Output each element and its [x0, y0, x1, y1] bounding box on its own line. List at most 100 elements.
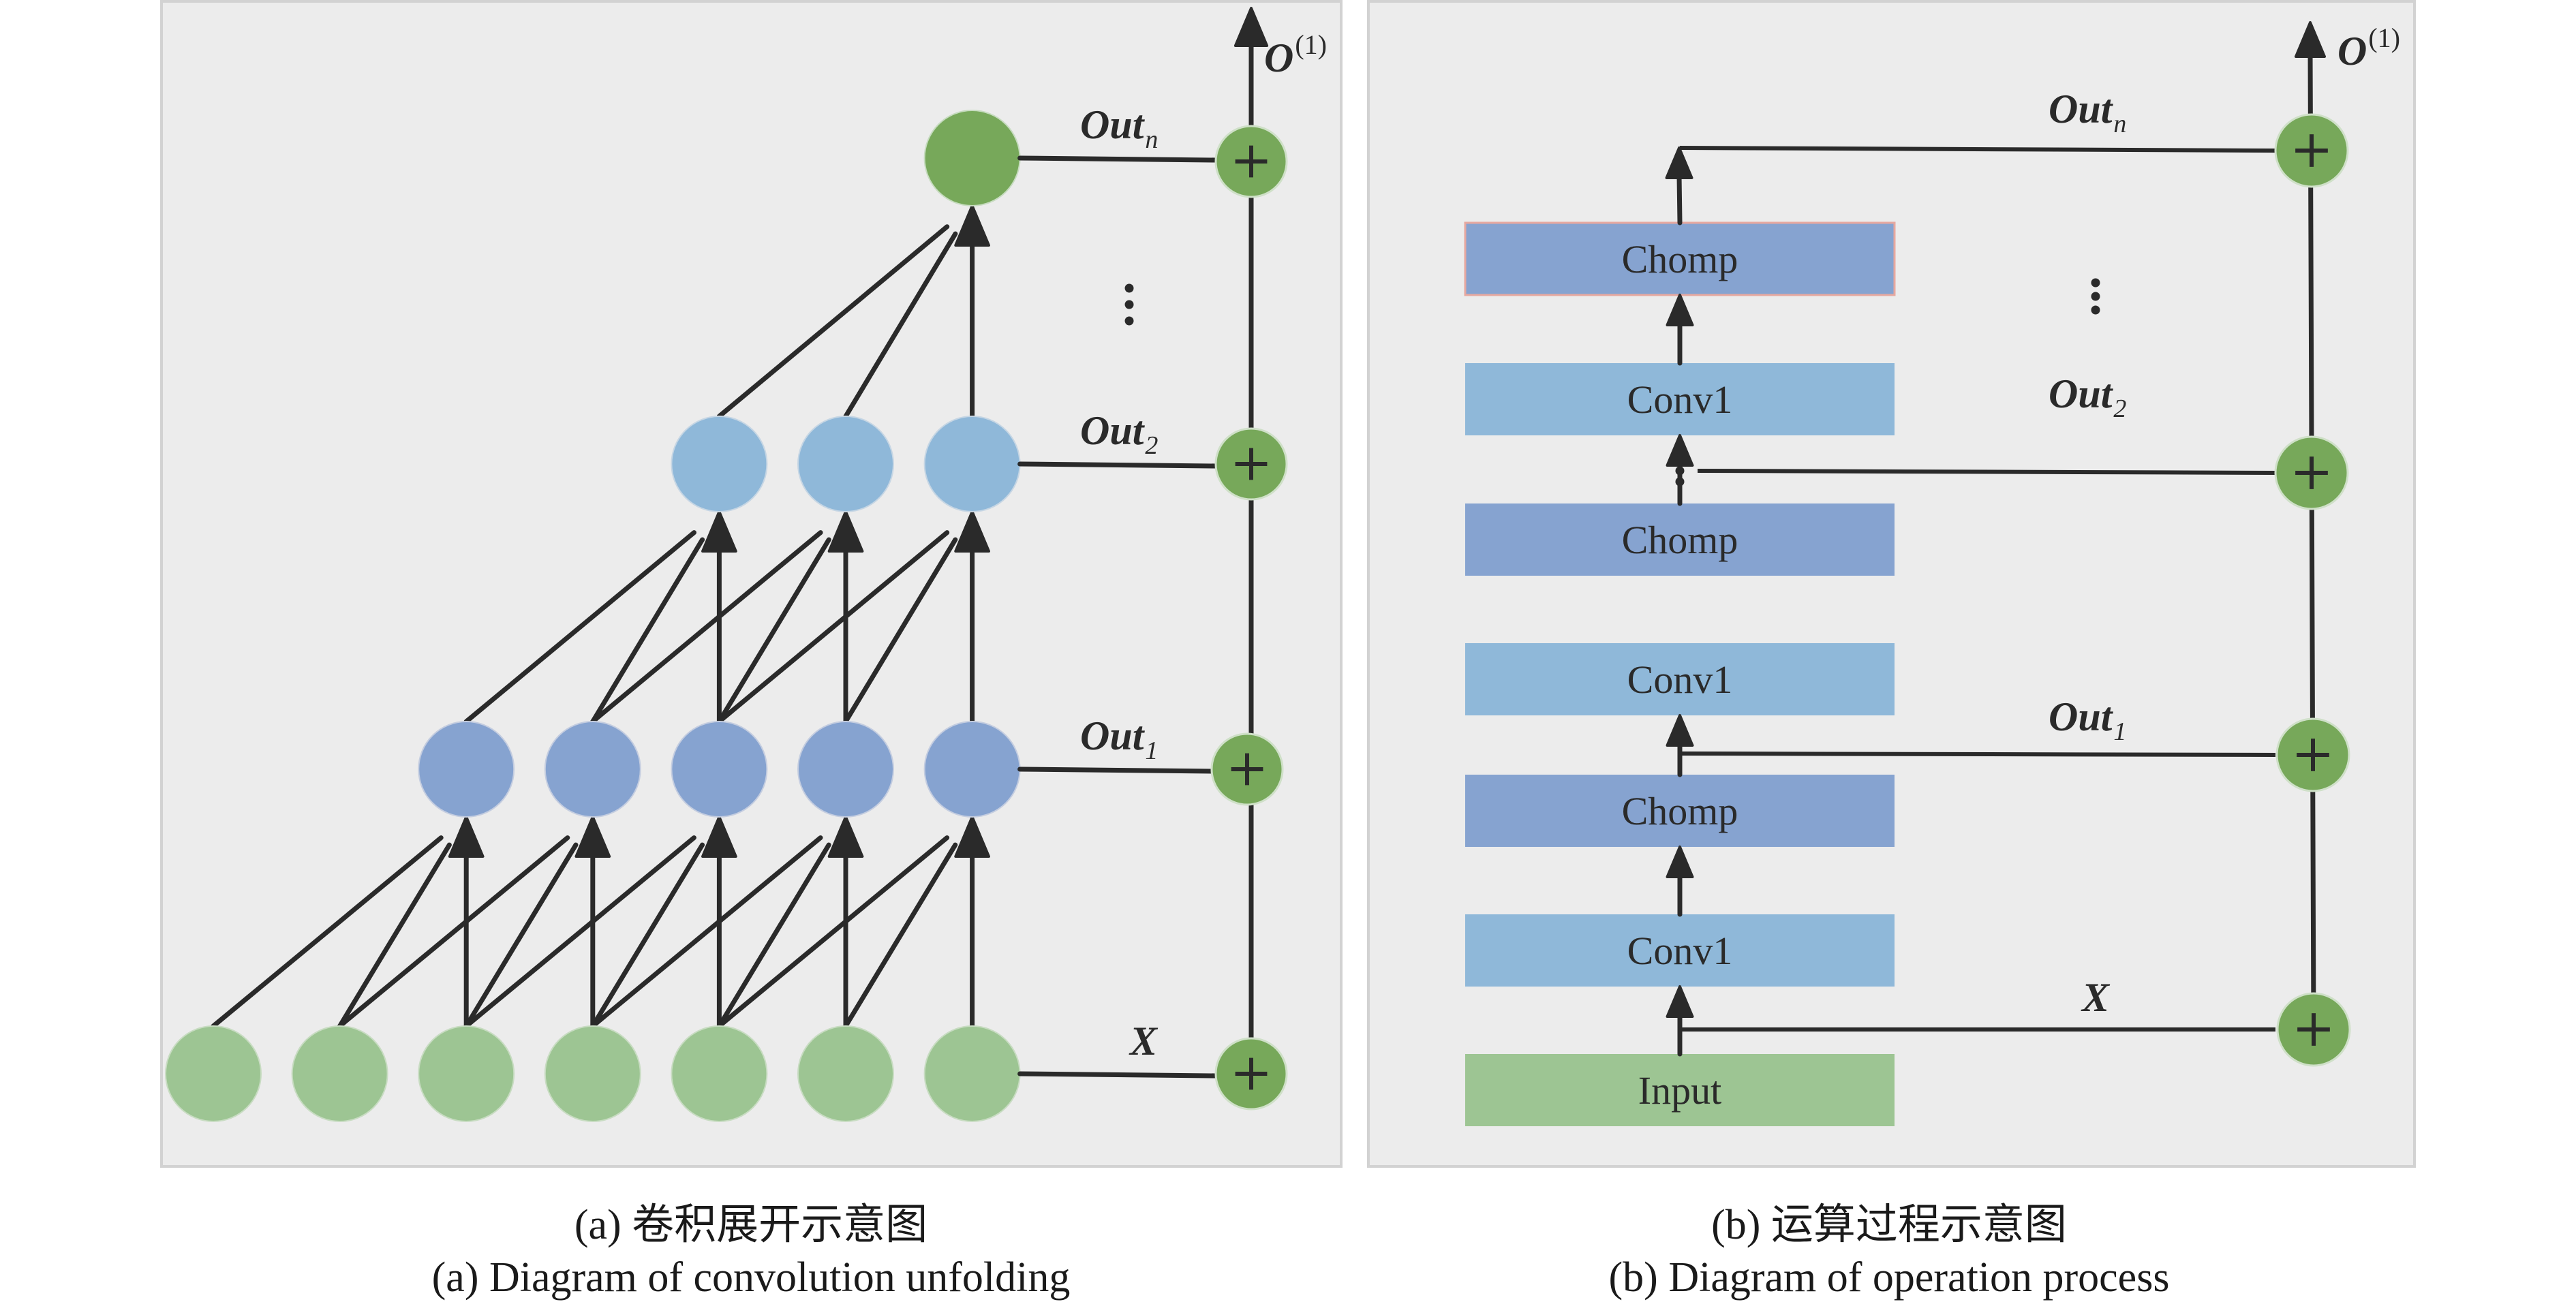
connection-edge	[716, 842, 831, 1029]
block-conv: Conv1	[1465, 643, 1895, 715]
block-conv: Conv1	[1465, 363, 1895, 435]
block-conv-rect	[1465, 914, 1895, 987]
arrowhead-icon	[1666, 434, 1694, 467]
arrowhead-icon	[827, 816, 864, 858]
input-node	[165, 1025, 262, 1122]
arrowhead-icon	[1666, 294, 1694, 326]
arrowhead-icon	[954, 816, 990, 858]
dot	[1124, 300, 1134, 309]
skip-connection-line	[1017, 766, 1218, 774]
connection-edge	[590, 537, 705, 724]
connection-edge	[463, 842, 579, 1029]
connection-edge	[337, 835, 570, 1029]
hidden-1-node	[797, 721, 894, 818]
flow-arrow-line	[1676, 173, 1683, 226]
block-label: Conv1	[1627, 657, 1733, 702]
skip-label-out-2: Out2	[2049, 371, 2126, 423]
skip-connection-line	[1679, 751, 2276, 757]
sum-node-3	[1214, 125, 1288, 198]
connection-edge	[843, 537, 958, 724]
arrowhead-icon	[1666, 985, 1694, 1018]
sum-node-0	[2276, 992, 2351, 1067]
connection-edge	[590, 530, 823, 724]
hidden-1-node	[544, 721, 641, 818]
connection-edge	[843, 842, 958, 1029]
block-label: Conv1	[1627, 929, 1733, 973]
skip-connection-line	[1017, 461, 1218, 469]
panel-a-edges	[211, 204, 990, 1029]
ellipsis-icon	[2091, 278, 2100, 315]
block-label: Input	[1638, 1068, 1721, 1113]
arrowhead-icon	[954, 204, 990, 247]
block-label: Conv1	[1627, 377, 1733, 422]
arrowhead-icon	[574, 816, 611, 858]
block-chomp: Chomp	[1464, 221, 1896, 296]
sum-node-3	[2274, 113, 2349, 188]
output-arrow-icon	[1233, 7, 1269, 47]
hidden-1-node	[671, 721, 768, 818]
panel-a-nodes	[165, 110, 1021, 1122]
layer-label-out-2: Out2	[1080, 408, 1158, 460]
block-input: Input	[1465, 1054, 1895, 1126]
dot	[2091, 292, 2100, 301]
residual-sum-line	[2307, 48, 2316, 1032]
input-node	[797, 1025, 894, 1122]
dot	[2091, 305, 2100, 315]
panel-b-background	[1367, 0, 2416, 1168]
skip-label-out-1: Out1	[2049, 694, 2126, 746]
dot	[2091, 278, 2100, 288]
skip-connection-line	[1017, 1071, 1218, 1079]
block-label: Chomp	[1622, 518, 1738, 562]
block-chomp-rect	[1464, 221, 1896, 296]
arrowhead-icon	[701, 816, 737, 858]
panel-b-caption-cn: (b) 运算过程示意图	[1711, 1202, 2067, 1248]
block-chomp: Chomp	[1465, 503, 1895, 576]
sum-node-1	[2275, 717, 2350, 792]
block-chomp-rect	[1465, 503, 1895, 576]
sum-node-0	[1214, 1037, 1288, 1111]
connection-edge	[211, 835, 444, 1029]
input-node	[418, 1025, 515, 1122]
connection-edge	[716, 835, 950, 1029]
panel-a-caption-cn: (a) 卷积展开示意图	[574, 1202, 927, 1248]
connection-edge	[590, 842, 705, 1029]
connection-edge	[463, 530, 696, 724]
output-node	[923, 110, 1021, 206]
connection-edge	[337, 842, 452, 1029]
block-conv-rect	[1465, 363, 1895, 435]
sum-node-2	[2274, 435, 2349, 510]
ellipsis-icon	[1124, 283, 1134, 326]
skip-label-x: X	[2081, 975, 2111, 1020]
input-node	[923, 1025, 1021, 1122]
layer-label-x: X	[1129, 1019, 1159, 1064]
block-input-rect	[1465, 1054, 1895, 1126]
arrowhead-icon	[954, 510, 990, 553]
output-arrow-icon	[2295, 21, 2326, 58]
arrowhead-icon	[701, 510, 737, 553]
connection-edge	[716, 224, 950, 419]
layer-label-out-n: Outn	[1080, 102, 1158, 154]
sum-node-2	[1214, 427, 1288, 501]
hidden-1-node	[923, 721, 1021, 818]
block-label: Chomp	[1622, 789, 1738, 833]
dot	[1675, 466, 1685, 476]
dot	[1675, 477, 1685, 486]
block-conv-rect	[1465, 643, 1895, 715]
arrowhead-icon	[448, 816, 485, 858]
panel-b-caption-en: (b) Diagram of operation process	[1609, 1254, 2170, 1301]
connection-edge	[716, 537, 831, 724]
arrowhead-icon	[1665, 146, 1693, 179]
block-label: Chomp	[1622, 237, 1738, 281]
hidden-2-node	[671, 416, 768, 512]
block-chomp: Chomp	[1465, 775, 1895, 847]
sum-node-1	[1210, 732, 1284, 806]
arrowhead-icon	[1666, 846, 1694, 878]
panel-a-caption-en: (a) Diagram of convolution unfolding	[432, 1254, 1071, 1301]
connection-edge	[843, 231, 958, 419]
skip-label-out-n: Outn	[2049, 87, 2126, 138]
input-node	[544, 1025, 641, 1122]
